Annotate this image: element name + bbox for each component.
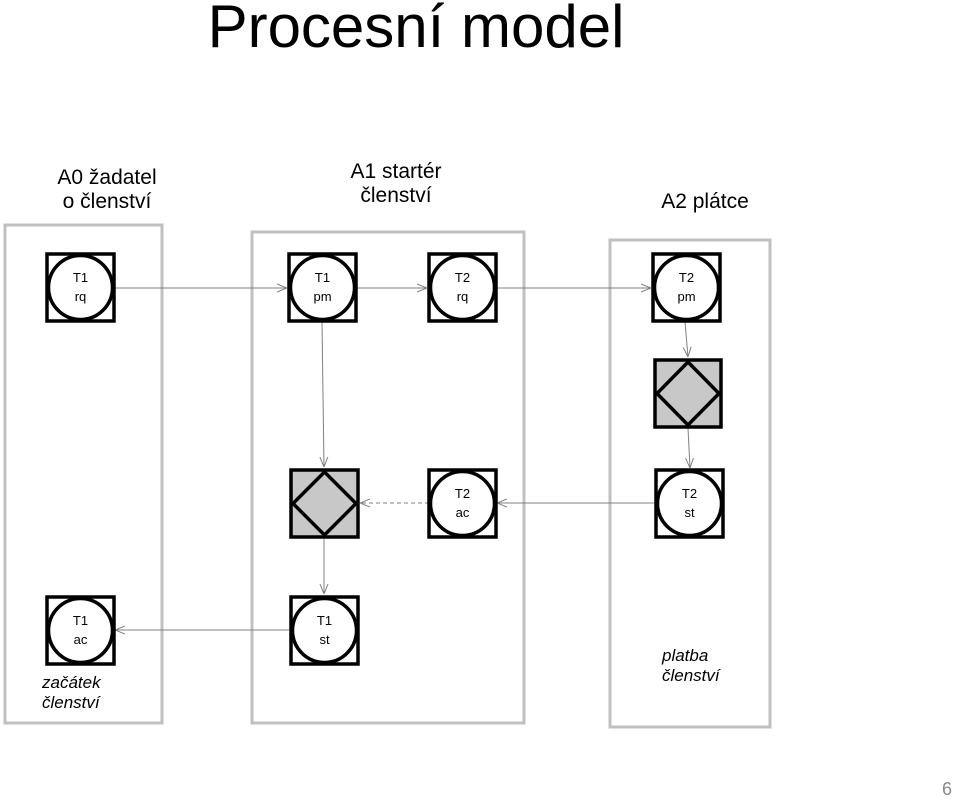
note-membership-start: začátek členství	[42, 673, 101, 713]
transaction-t1-rq: T1 rq	[45, 252, 116, 323]
actor-a0-line1: A0 žadatel	[57, 166, 157, 189]
t1pm-type: T1	[315, 270, 330, 285]
flow-t2ex-to-t2st	[688, 427, 690, 468]
transaction-t2-ac: T2 ac	[427, 468, 498, 539]
t1rq-state: rq	[75, 289, 87, 304]
lane-a0	[3, 223, 164, 725]
transaction-t1-st: T1 st	[289, 595, 360, 666]
t1st-state: st	[319, 632, 330, 647]
actor-a1-line2: členství	[360, 184, 432, 207]
transaction-t1-pm: T1 pm	[287, 252, 358, 323]
actor-a1-line1: A1 startér	[350, 160, 442, 183]
lane-a2	[608, 238, 772, 729]
t2rq-type: T2	[455, 270, 470, 285]
actor-a2-line1: A2 plátce	[661, 190, 749, 213]
t2pm-state: pm	[677, 289, 695, 304]
actor-a0-line2: o členství	[62, 190, 152, 213]
page-title: Procesní model	[207, 0, 625, 60]
t1pm-state: pm	[313, 289, 331, 304]
note-membership-payment: platba členství	[662, 646, 720, 686]
transaction-t1-ac: T1 ac	[45, 595, 116, 666]
t2ac-state: ac	[456, 505, 470, 520]
note-start-line1: začátek	[42, 673, 101, 692]
page-number: 6	[941, 779, 952, 799]
actor-a2-label: A2 plátce	[620, 190, 790, 214]
actor-a1-label: A1 startér členství	[296, 160, 496, 208]
t2rq-state: rq	[457, 289, 469, 304]
t1st-type: T1	[317, 613, 332, 628]
t2st-state: st	[684, 505, 695, 520]
transaction-t2-pm: T2 pm	[651, 252, 722, 323]
actor-a0-label: A0 žadatel o členství	[22, 166, 192, 214]
flow-t2pm-to-t2ex	[685, 321, 688, 357]
note-payment-line1: platba	[662, 646, 709, 665]
t2ac-type: T2	[455, 486, 470, 501]
execution-t2	[653, 358, 723, 429]
t1ac-state: ac	[74, 632, 88, 647]
t2pm-type: T2	[679, 270, 694, 285]
transaction-t2-rq: T2 rq	[427, 252, 498, 323]
t1rq-type: T1	[73, 270, 88, 285]
note-payment-line2: členství	[662, 666, 720, 685]
t1ac-type: T1	[73, 613, 88, 628]
flow-t1pm-to-t1ex	[322, 321, 324, 467]
lane-a1	[250, 230, 526, 725]
execution-t1	[289, 468, 360, 539]
t2st-type: T2	[682, 486, 697, 501]
transaction-t2-st: T2 st	[654, 468, 725, 539]
note-start-line2: členství	[42, 693, 100, 712]
